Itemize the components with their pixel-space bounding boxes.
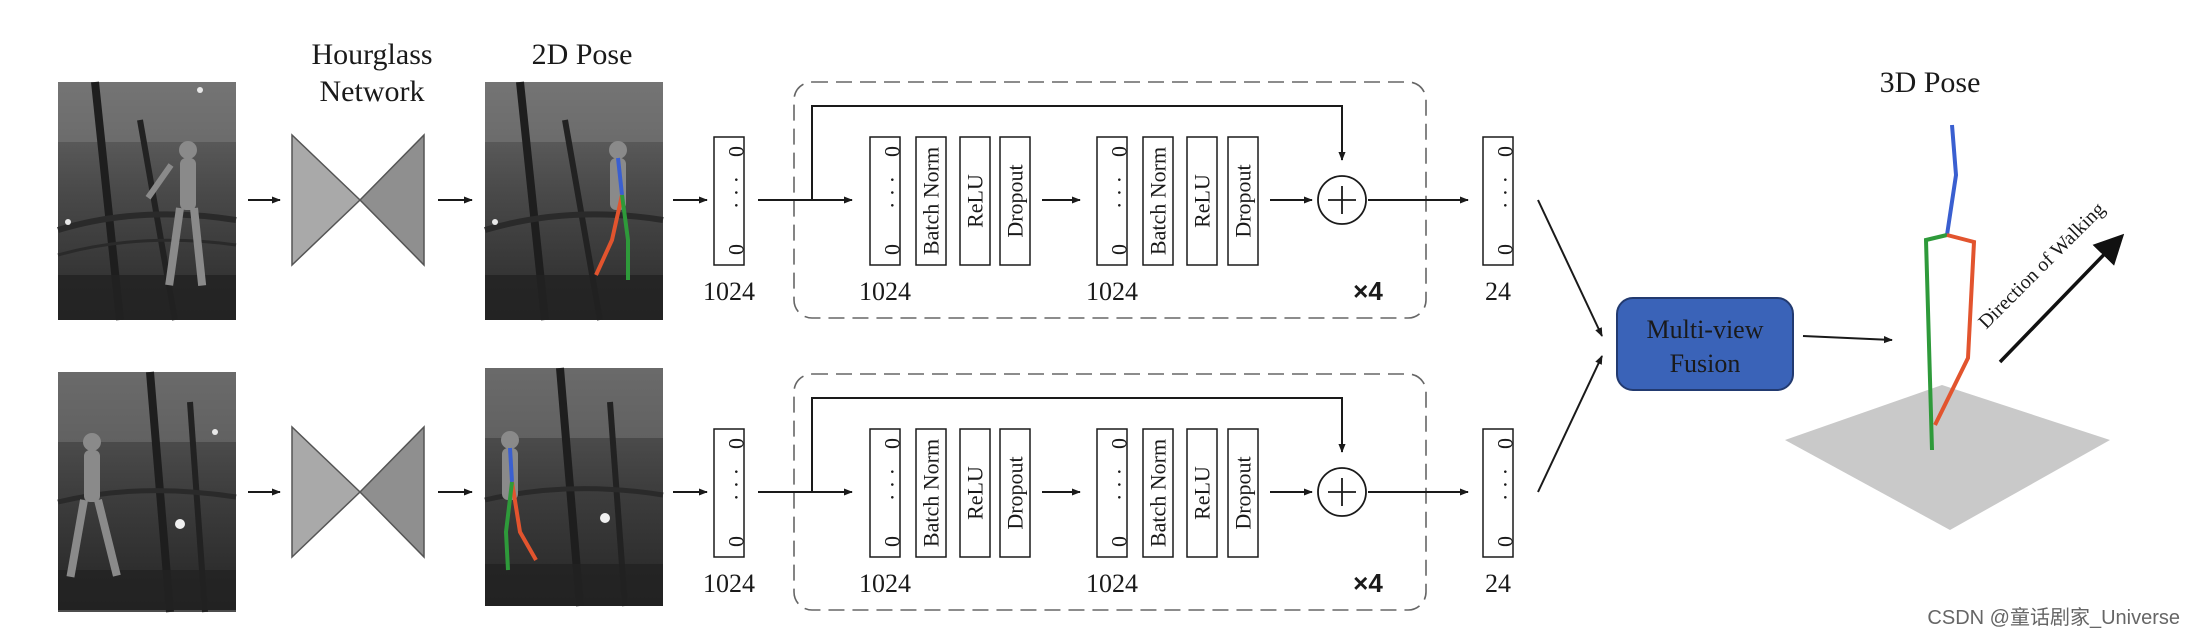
layer-label: ReLU	[1190, 174, 1215, 228]
vector-bottom-digit: 0	[1107, 244, 1132, 255]
layer-label: Dropout	[1231, 456, 1256, 529]
layer-relu-1-bottom: ReLU	[959, 428, 991, 558]
vector-top-digit: 0	[724, 146, 749, 157]
layer-batchnorm-2-bottom: Batch Norm	[1142, 428, 1174, 558]
hourglass-network-top	[291, 133, 425, 267]
fusion-label-line2: Fusion	[1670, 349, 1741, 378]
vector-bottom-digit: 0	[1493, 536, 1518, 547]
layer-batchnorm-1-bottom: Batch Norm	[915, 428, 947, 558]
pose3d-skeleton	[1923, 124, 1977, 451]
input-size-bottom: 1024	[703, 569, 755, 598]
vector-top-digit: 0	[1107, 438, 1132, 449]
vector-bottom-digit: 0	[880, 536, 905, 547]
arrow-bottom-to-fusion	[1537, 355, 1603, 493]
vector-top-digit: 0	[880, 438, 905, 449]
layer-batchnorm-1-top: Batch Norm	[915, 136, 947, 266]
layer-label: ReLU	[963, 174, 988, 228]
vector-dots: · · ·	[724, 176, 749, 209]
layer-label: Batch Norm	[1146, 147, 1171, 255]
hidden-size-1-bottom: 1024	[859, 569, 911, 598]
vector-bottom-digit: 0	[724, 536, 749, 547]
input-photo-bottom	[57, 371, 237, 613]
vector-top-digit: 0	[1493, 438, 1518, 449]
input-photo-top	[57, 81, 237, 321]
vector-dots: · · ·	[1107, 176, 1132, 209]
layer-label: Batch Norm	[919, 439, 944, 547]
output-size-top: 24	[1485, 277, 1511, 306]
vector-bottom-digit: 0	[1107, 536, 1132, 547]
hidden-vector-1-bottom: 0 · · · 0	[869, 428, 905, 558]
repeat-label-top: ×4	[1353, 276, 1383, 306]
layer-batchnorm-2-top: Batch Norm	[1142, 136, 1174, 266]
hidden-size-2-bottom: 1024	[1086, 569, 1138, 598]
layer-label: Dropout	[1003, 164, 1028, 237]
ground-plane	[1785, 385, 2110, 530]
layer-label: Dropout	[1231, 164, 1256, 237]
pose2d-label: 2D Pose	[532, 38, 633, 71]
layer-dropout-1-bottom: Dropout	[999, 428, 1031, 558]
multi-view-fusion-box: Multi-view Fusion	[1616, 297, 1794, 391]
vector-bottom-digit: 0	[724, 244, 749, 255]
layer-label: Dropout	[1003, 456, 1028, 529]
pose2d-photo-top	[484, 81, 664, 321]
input-vector-bottom: 0 · · · 0	[713, 428, 749, 558]
hidden-vector-2-top: 0 · · · 0	[1096, 136, 1132, 266]
vector-top-digit: 0	[724, 438, 749, 449]
hidden-size-1-top: 1024	[859, 277, 911, 306]
vector-bottom-digit: 0	[1493, 244, 1518, 255]
hourglass-label-line2: Network	[320, 75, 425, 108]
vector-dots: · · ·	[1493, 468, 1518, 501]
layer-dropout-2-bottom: Dropout	[1227, 428, 1259, 558]
repeat-label-bottom: ×4	[1353, 568, 1383, 598]
layer-dropout-2-top: Dropout	[1227, 136, 1259, 266]
layer-label: ReLU	[963, 466, 988, 520]
vector-dots: · · ·	[880, 468, 905, 501]
vector-dots: · · ·	[1107, 468, 1132, 501]
hidden-size-2-top: 1024	[1086, 277, 1138, 306]
vector-top-digit: 0	[1107, 146, 1132, 157]
fusion-label-line1: Multi-view	[1647, 315, 1764, 344]
sum-node-bottom	[1317, 467, 1367, 517]
hidden-vector-2-bottom: 0 · · · 0	[1096, 428, 1132, 558]
direction-arrow	[1998, 233, 2125, 364]
output-vector-top: 0 · · · 0	[1482, 136, 1518, 266]
sum-node-top	[1317, 175, 1367, 225]
layer-relu-2-top: ReLU	[1186, 136, 1218, 266]
layer-label: Batch Norm	[919, 147, 944, 255]
vector-dots: · · ·	[880, 176, 905, 209]
layer-label: ReLU	[1190, 466, 1215, 520]
layer-dropout-1-top: Dropout	[999, 136, 1031, 266]
layer-relu-2-bottom: ReLU	[1186, 428, 1218, 558]
hourglass-network-bottom	[291, 425, 425, 559]
row-top: 0 · · · 0 1024 0 · · · 0 Batch Norm ReLU…	[57, 81, 1518, 321]
output-vector-bottom: 0 · · · 0	[1482, 428, 1518, 558]
input-size-top: 1024	[703, 277, 755, 306]
vector-bottom-digit: 0	[880, 244, 905, 255]
arrow-top-to-fusion	[1537, 199, 1603, 337]
vector-top-digit: 0	[880, 146, 905, 157]
direction-label: Direction of Walking	[1974, 198, 2109, 333]
arrow-fusion-to-3d	[1802, 335, 1893, 344]
pose2d-photo-bottom	[484, 367, 664, 607]
row-bottom: 0 · · · 0 1024 0 · · · 0 Batch Norm ReLU…	[57, 367, 1518, 613]
vector-dots: · · ·	[1493, 176, 1518, 209]
pose3d-label: 3D Pose	[1880, 66, 1981, 99]
output-size-bottom: 24	[1485, 569, 1511, 598]
vector-dots: · · ·	[724, 468, 749, 501]
vector-top-digit: 0	[1493, 146, 1518, 157]
hidden-vector-1-top: 0 · · · 0	[869, 136, 905, 266]
hourglass-label-line1: Hourglass	[311, 38, 432, 71]
input-vector-top: 0 · · · 0	[713, 136, 749, 266]
layer-relu-1-top: ReLU	[959, 136, 991, 266]
watermark: CSDN @童话剧家_Universe	[1927, 607, 2180, 629]
layer-label: Batch Norm	[1146, 439, 1171, 547]
